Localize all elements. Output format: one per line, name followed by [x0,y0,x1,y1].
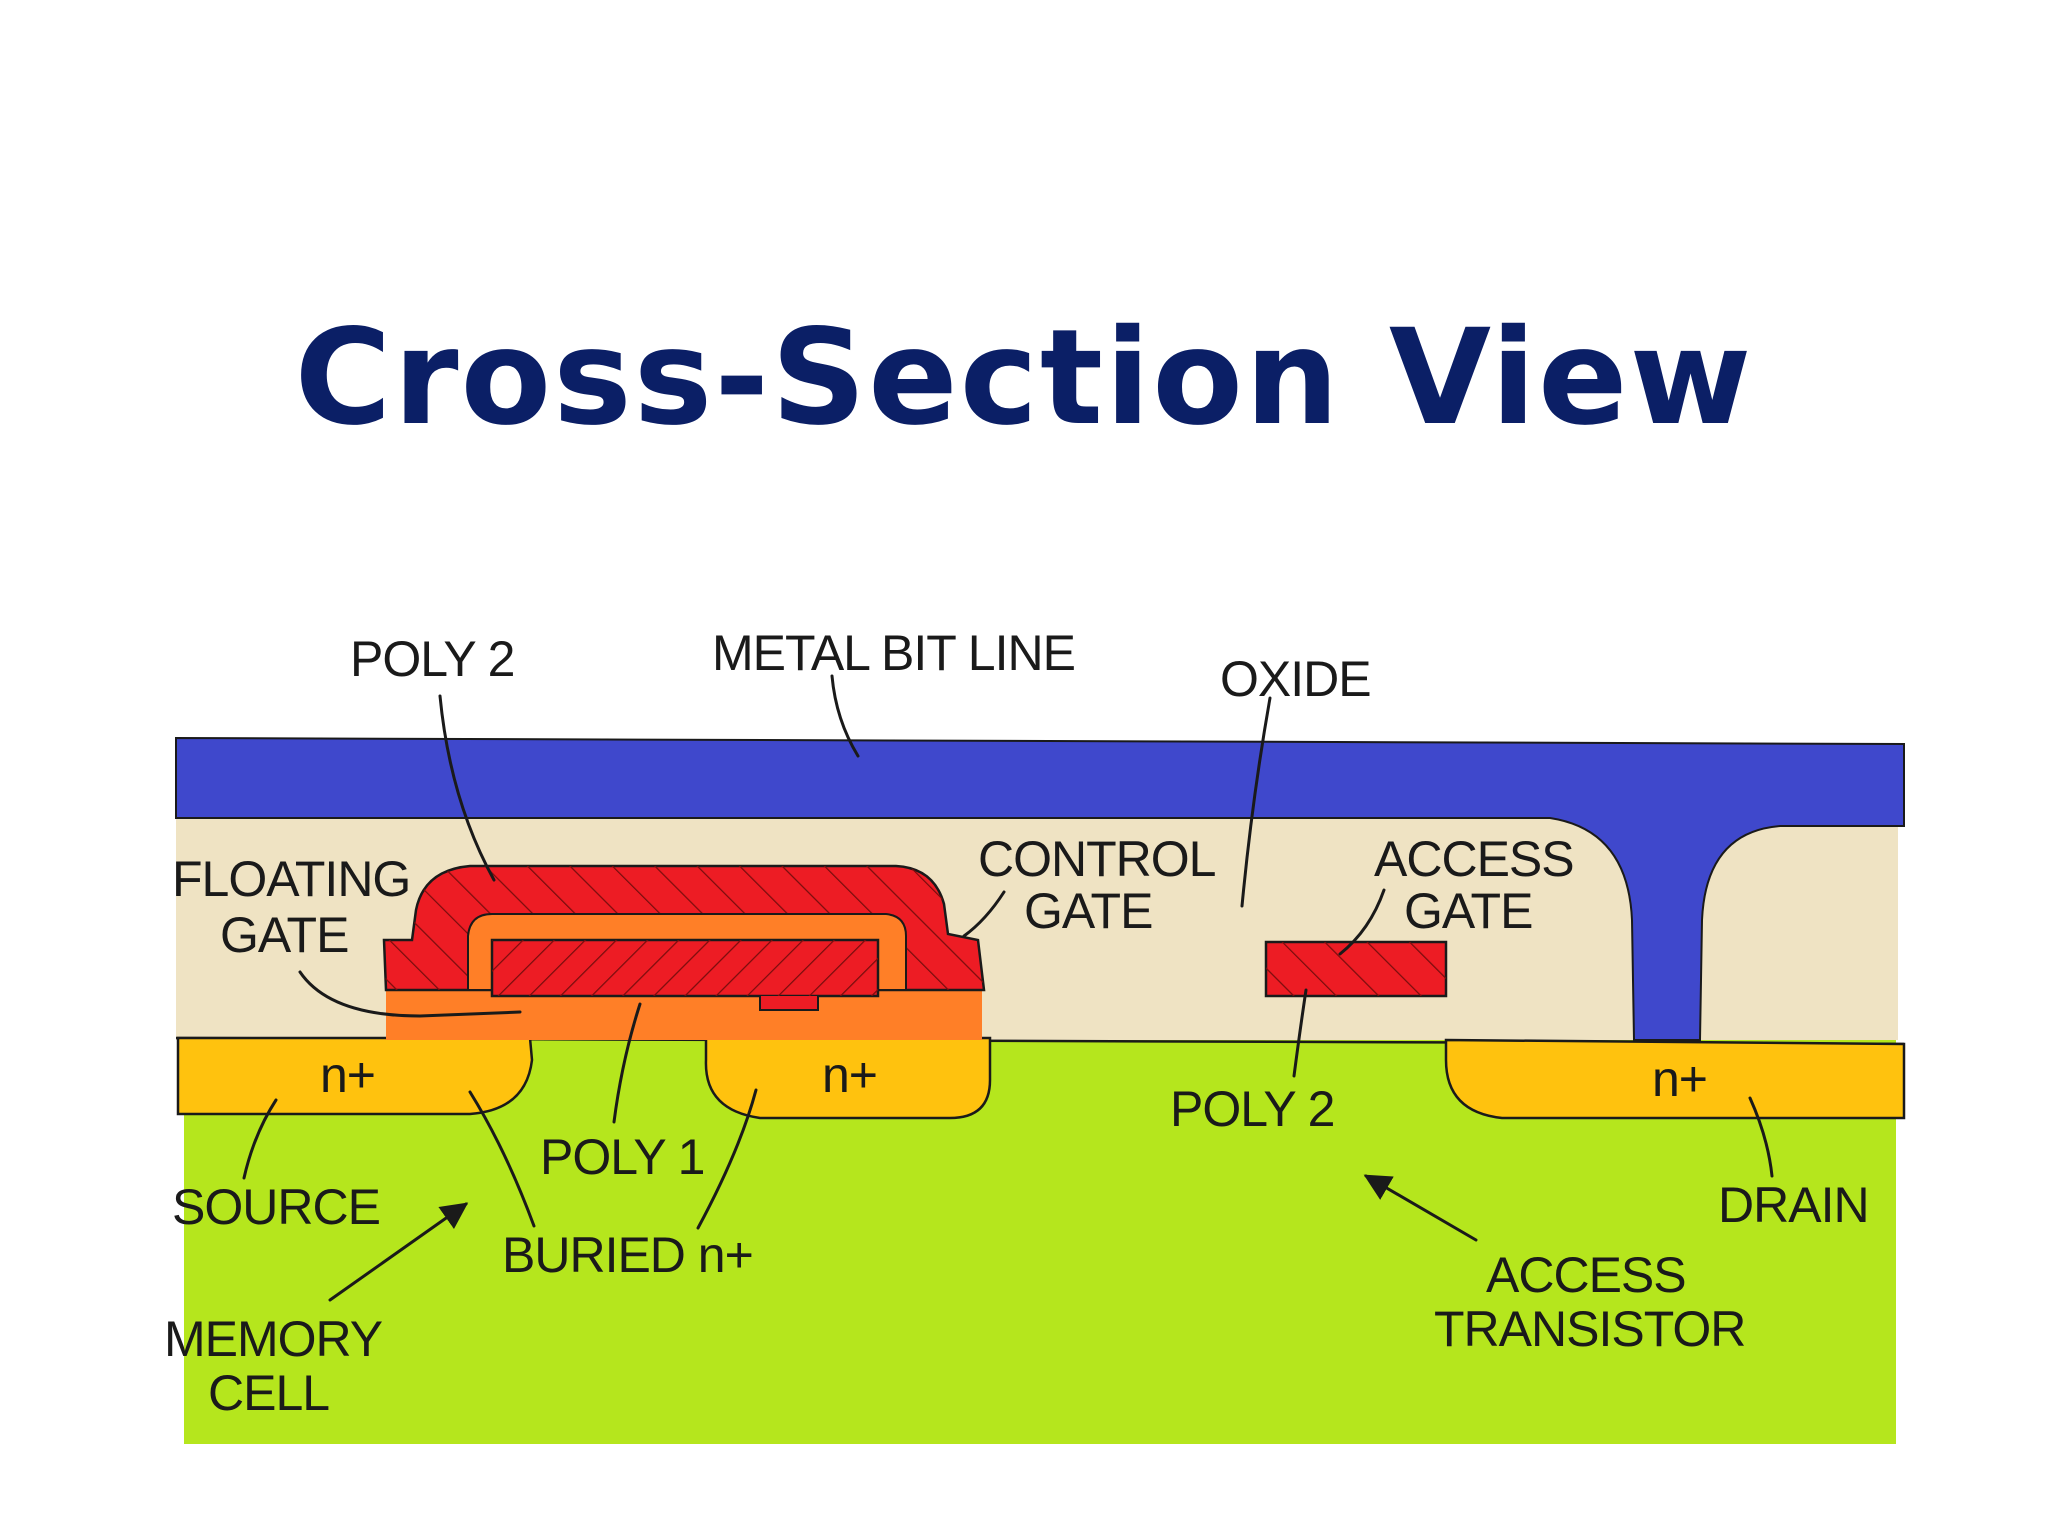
label-floating-gate-line1: FLOATING [172,851,410,907]
label-access-gate-line2: GATE [1404,883,1532,939]
label-metal-bit-line: METAL BIT LINE [712,625,1075,681]
label-n-plus-buried: n+ [822,1047,877,1103]
label-poly1: POLY 1 [540,1129,704,1185]
n-plus-source-region [176,1036,534,1116]
access-gate-hatching [1266,942,1446,996]
leader-source [242,1098,278,1180]
label-memory-cell-line2: CELL [208,1365,329,1421]
gate-oxide [386,990,982,1040]
leader-metal-bit-line [830,674,860,758]
label-buried-n-plus: BURIED n+ [502,1227,753,1283]
arrow-memory-cell [328,1202,469,1302]
label-n-plus-source: n+ [320,1047,375,1103]
leader-oxide [1240,696,1272,908]
label-access-gate-line1: ACCESS [1374,831,1574,887]
label-access-transistor-line1: ACCESS [1486,1247,1686,1303]
arrow-access-transistor [1363,1174,1478,1242]
label-poly2-bottom: POLY 2 [1170,1081,1334,1137]
label-source: SOURCE [172,1179,380,1235]
label-oxide: OXIDE [1220,651,1371,707]
label-poly2-top: POLY 2 [350,631,514,687]
leader-floating-gate [298,970,522,1018]
label-control-gate-line2: GATE [1024,883,1152,939]
metal-bit-line [175,736,1905,1041]
label-control-gate-line1: CONTROL [978,831,1216,887]
leader-poly2-bottom [1292,988,1308,1078]
n-plus-buried-region [704,1036,992,1120]
leader-poly2-top [438,694,496,882]
slide-title: Cross-Section View [294,301,1754,455]
leader-access-gate [1338,888,1386,956]
leader-buried-n-plus-right [696,1088,758,1230]
leader-buried-n-plus-left [468,1090,536,1228]
label-access-transistor-line2: TRANSISTOR [1434,1301,1745,1357]
label-floating-gate-line2: GATE [220,907,348,963]
leader-poly1 [612,1002,642,1124]
label-drain: DRAIN [1718,1177,1869,1233]
floating-gate-hatching [492,940,878,996]
floating-gate-notch [759,996,819,1011]
label-memory-cell-line1: MEMORY [164,1311,383,1367]
label-n-plus-drain: n+ [1652,1051,1707,1107]
leader-control-gate [962,890,1006,938]
n-plus-drain-region [1444,1038,1906,1120]
leader-drain [1748,1096,1774,1178]
